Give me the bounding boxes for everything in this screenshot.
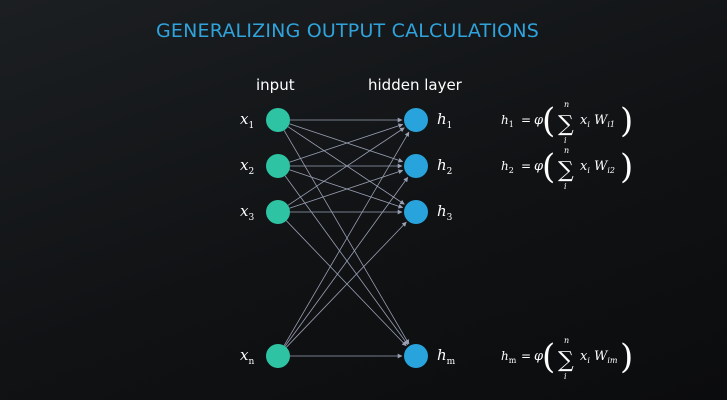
left-paren: ( <box>542 101 555 141</box>
edge-1-3 <box>287 126 405 205</box>
left-paren: ( <box>542 147 555 187</box>
input-label-1: x1 <box>240 110 254 131</box>
phi-symbol: φ <box>534 349 544 364</box>
sum-upper: n <box>564 336 569 345</box>
edge-1-4 <box>283 130 410 345</box>
hidden-node-3 <box>404 200 428 224</box>
input-node-3 <box>266 200 290 224</box>
right-paren: ) <box>620 337 633 377</box>
equals-sign: = <box>521 159 531 173</box>
edge-3-4 <box>286 220 407 347</box>
equation-lhs: hm <box>501 349 517 365</box>
input-node-2 <box>266 154 290 178</box>
edge-1-2 <box>289 123 404 163</box>
slide-title: GENERALIZING OUTPUT CALCULATIONS <box>155 20 540 42</box>
edge-2-1 <box>289 123 404 163</box>
sum-symbol: ∑ <box>558 158 574 183</box>
edge-4-1 <box>283 131 410 346</box>
edge-4-2 <box>284 176 409 347</box>
hidden-label-1: h1 <box>437 110 452 131</box>
phi-symbol: φ <box>534 159 544 174</box>
edge-4-3 <box>286 221 407 348</box>
sum-upper: n <box>564 146 569 155</box>
edge-2-3 <box>289 169 404 209</box>
right-paren: ) <box>620 101 633 141</box>
hidden-node-2 <box>404 154 428 178</box>
edge-3-2 <box>289 169 404 209</box>
input-label-2: x2 <box>240 156 254 177</box>
x-term: xi <box>580 113 590 129</box>
hidden-node-4 <box>404 344 428 368</box>
x-term: xi <box>580 349 590 365</box>
equals-sign: = <box>521 113 531 127</box>
left-paren: ( <box>542 337 555 377</box>
edge-3-1 <box>287 127 405 206</box>
input-node-4 <box>266 344 290 368</box>
hidden-label-3: h3 <box>437 202 453 223</box>
hidden-node-1 <box>404 108 428 132</box>
node-labels: x1 x2 x3 xn h1 h2 h3 hm <box>240 110 456 367</box>
equation-lhs: h2 <box>501 159 514 175</box>
equals-sign: = <box>521 349 531 363</box>
w-term: Wi1 <box>594 113 615 129</box>
edges <box>283 117 410 359</box>
nodes <box>266 108 428 368</box>
w-term: Wim <box>594 349 618 365</box>
equation-lhs: h1 <box>501 113 514 129</box>
edge-2-4 <box>284 175 409 346</box>
input-node-1 <box>266 108 290 132</box>
phi-symbol: φ <box>534 113 544 128</box>
hidden-label-4: hm <box>437 346 456 367</box>
w-term: Wi2 <box>594 159 615 175</box>
right-paren: ) <box>620 147 633 187</box>
sum-lower: i <box>564 372 567 381</box>
sum-lower: i <box>564 182 567 191</box>
sum-symbol: ∑ <box>558 112 574 137</box>
input-column-header: input <box>256 76 295 94</box>
sum-symbol: ∑ <box>558 348 574 373</box>
sum-upper: n <box>564 100 569 109</box>
input-label-3: x3 <box>240 202 254 223</box>
sum-lower: i <box>564 136 567 145</box>
x-term: xi <box>580 159 590 175</box>
hidden-column-header: hidden layer <box>368 76 462 94</box>
input-label-4: xn <box>240 346 254 367</box>
hidden-label-2: h2 <box>437 156 452 177</box>
